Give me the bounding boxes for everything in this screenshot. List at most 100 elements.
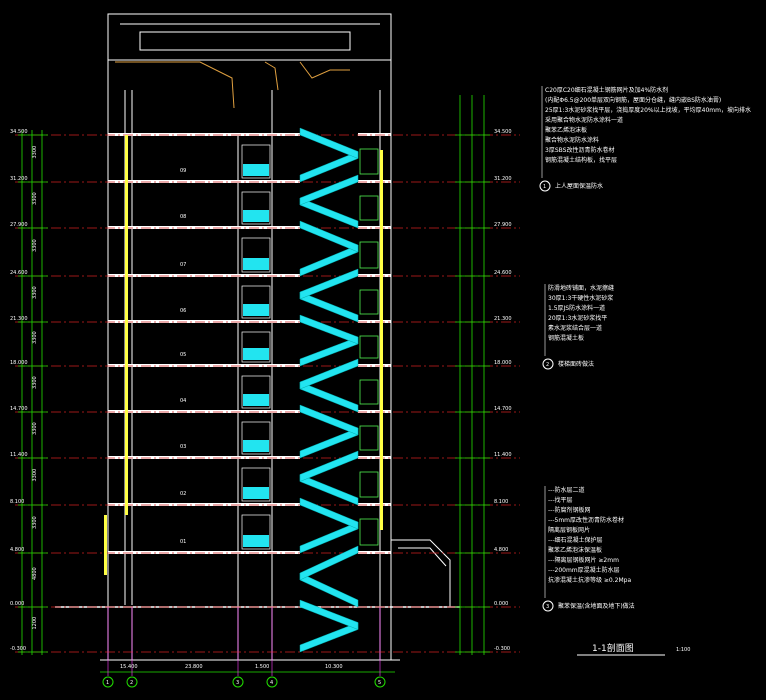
drawing-title: 1-1剖面图 bbox=[592, 642, 634, 654]
stair-flight bbox=[299, 599, 359, 630]
stair-flight bbox=[299, 336, 359, 367]
note-line: 25厚1:3水泥砂浆找平层，浇捣厚度20%以上找坡，平均厚40mm，坡向排水 bbox=[545, 106, 751, 114]
floor-slab bbox=[108, 274, 272, 277]
note-line: 1.5厚JS防水涂料一道 bbox=[548, 304, 605, 312]
level-value: -0.300 bbox=[494, 646, 510, 652]
stair-flight bbox=[299, 314, 359, 345]
stair-flight bbox=[299, 497, 359, 530]
note-line: ---200mm厚混凝土防水层 bbox=[548, 566, 620, 574]
floor-slab bbox=[108, 410, 272, 413]
level-value: 0.000 bbox=[10, 601, 24, 607]
level-value: 8.100 bbox=[10, 499, 24, 505]
floor-slab bbox=[358, 364, 391, 367]
yellow-wall-strip bbox=[380, 150, 383, 530]
window-frame bbox=[241, 285, 271, 319]
stair-flight bbox=[299, 450, 359, 482]
level-value: 31.200 bbox=[494, 176, 512, 182]
window-frame bbox=[241, 514, 271, 550]
note-title: 楼梯面砖做法 bbox=[558, 360, 594, 368]
window-frame bbox=[241, 237, 271, 273]
floor-height: 3300 bbox=[32, 286, 38, 299]
note-line: 抗渗混凝土抗渗等级 ≥0.2Mpa bbox=[548, 576, 631, 584]
note-line: 钢筋混凝土结构板，找平层 bbox=[545, 156, 617, 164]
axis-bubble bbox=[126, 676, 138, 688]
window-sill bbox=[243, 304, 269, 316]
note-line: 素水泥浆结合层一道 bbox=[548, 324, 602, 332]
note-line: 聚合物水泥防水涂料 bbox=[545, 136, 599, 144]
bottom-dim: 15.400 bbox=[120, 664, 138, 670]
room-label: 04 bbox=[180, 398, 186, 404]
window-sill bbox=[243, 394, 269, 406]
level-value: 8.100 bbox=[494, 499, 508, 505]
room-label: 08 bbox=[180, 214, 186, 220]
floor-slab bbox=[108, 456, 272, 459]
note-line: ---隔离层钢板网片 ≥2mm bbox=[548, 556, 619, 564]
note-line: 聚苯乙烯泡沫保温板 bbox=[548, 546, 602, 554]
building-outline bbox=[55, 13, 460, 661]
note-number: 3 bbox=[546, 604, 549, 610]
floor-slab bbox=[358, 274, 391, 277]
axis-label: 1 bbox=[106, 680, 109, 686]
note-line: ---找平层 bbox=[548, 496, 573, 504]
window-sill bbox=[243, 164, 269, 176]
floor-slab bbox=[272, 133, 300, 136]
room-label: 01 bbox=[180, 539, 186, 545]
note-bubble bbox=[542, 600, 554, 612]
level-value: 27.900 bbox=[10, 222, 28, 228]
note-line: ---防腐剂钢板网 bbox=[548, 506, 591, 514]
bottom-dim: 23.800 bbox=[185, 664, 203, 670]
note-line: 3厚SBS改性沥青防水卷材 bbox=[545, 146, 614, 154]
floor-slab bbox=[358, 503, 391, 506]
floor-slab bbox=[358, 320, 391, 323]
level-value: 0.000 bbox=[494, 601, 508, 607]
level-value: 18.000 bbox=[10, 360, 28, 366]
bottom-dim: 1.500 bbox=[255, 664, 269, 670]
window-frame bbox=[241, 467, 271, 502]
door-frame bbox=[359, 335, 379, 359]
drawing-scale: 1:100 bbox=[676, 647, 690, 653]
note-line: 采用聚合物水泥防水涂料一道 bbox=[545, 116, 623, 124]
note-line: ---细石混凝土保护层 bbox=[548, 536, 603, 544]
stair-flight bbox=[299, 197, 359, 229]
axis-label: 4 bbox=[270, 680, 273, 686]
floor-slab bbox=[108, 180, 272, 183]
floor-slab bbox=[358, 410, 391, 413]
level-value: 21.300 bbox=[494, 316, 512, 322]
floor-slab bbox=[108, 133, 272, 136]
level-value: -0.300 bbox=[10, 646, 26, 652]
level-value: 24.600 bbox=[10, 270, 28, 276]
level-value: 14.700 bbox=[494, 406, 512, 412]
level-value: 11.400 bbox=[10, 452, 28, 458]
floor-slab bbox=[272, 274, 300, 277]
note-number: 2 bbox=[546, 362, 549, 368]
door-frame bbox=[359, 425, 379, 451]
floor-slab bbox=[272, 226, 300, 229]
yellow-wall-strip bbox=[104, 515, 107, 575]
stair-flight bbox=[299, 622, 359, 653]
floor-height: 4800 bbox=[32, 567, 38, 580]
level-value: 11.400 bbox=[494, 452, 512, 458]
window-sill bbox=[243, 348, 269, 360]
level-value: 21.300 bbox=[10, 316, 28, 322]
level-value: 18.000 bbox=[494, 360, 512, 366]
window-frame bbox=[241, 331, 271, 363]
note-line: 聚苯乙烯泡沫板 bbox=[545, 126, 587, 134]
room-label: 06 bbox=[180, 308, 186, 314]
floor-slab bbox=[108, 320, 272, 323]
floor-slab bbox=[108, 503, 272, 506]
room-label: 09 bbox=[180, 168, 186, 174]
axis-label: 2 bbox=[130, 680, 133, 686]
window-sill bbox=[243, 440, 269, 452]
stair-windows bbox=[241, 144, 379, 550]
level-value: 24.600 bbox=[494, 270, 512, 276]
floor-slab bbox=[272, 320, 300, 323]
floor-slab bbox=[272, 180, 300, 183]
note-line: 防滑地砖铺面，水泥擦缝 bbox=[548, 284, 614, 292]
door-frame bbox=[359, 195, 379, 221]
stair-flight bbox=[299, 151, 359, 183]
level-value: 4.800 bbox=[494, 547, 508, 553]
right-dimension-chain: -0.300 0.000 4.800 8.100 11.400 14.700 18.000 2… bbox=[455, 95, 512, 655]
stair-flight bbox=[299, 381, 359, 413]
room-label: 07 bbox=[180, 262, 186, 268]
axis-label: 5 bbox=[378, 680, 381, 686]
